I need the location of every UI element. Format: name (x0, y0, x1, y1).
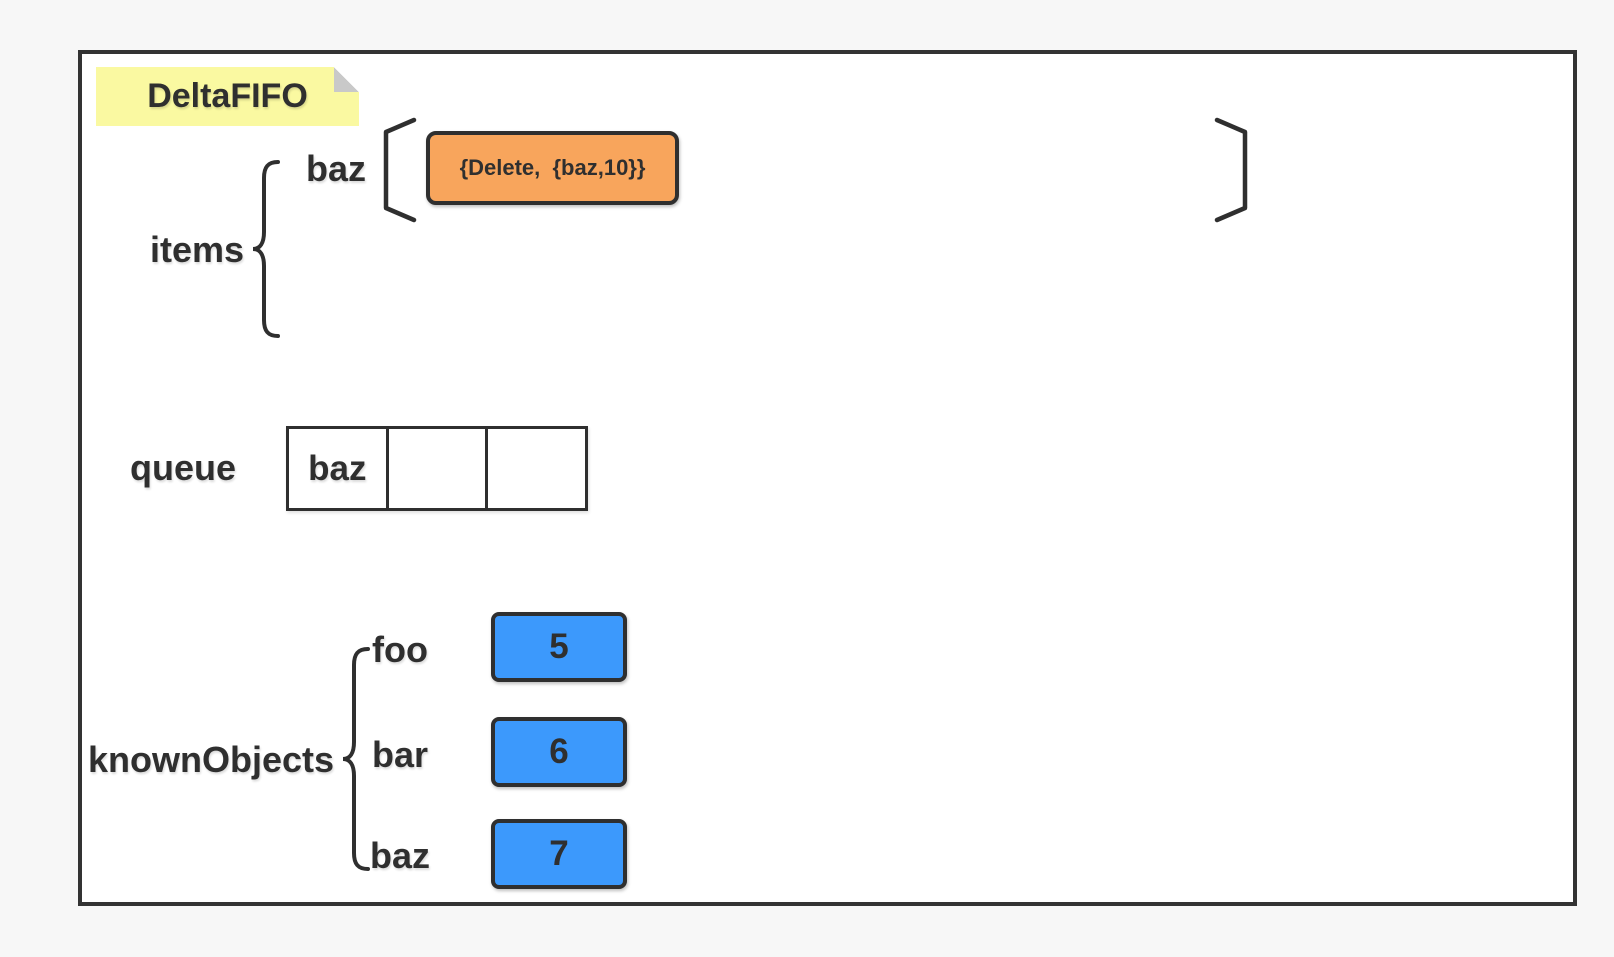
items-brace-icon (248, 159, 282, 339)
known-objects-field-label: knownObjects (87, 739, 334, 780)
known-objects-key-foo: foo (372, 629, 428, 670)
queue-cell-1 (389, 429, 489, 508)
known-objects-value-foo: 5 (491, 612, 627, 682)
title-note: DeltaFIFO (96, 67, 359, 126)
note-fold-corner-icon (334, 67, 359, 92)
queue-cell-0: baz (289, 429, 389, 508)
known-objects-key-baz: baz (369, 835, 430, 876)
known-objects-brace-icon (338, 646, 372, 872)
known-objects-value-baz: 7 (491, 819, 627, 889)
delta-item-box: {Delete, {baz,10}} (426, 131, 679, 205)
deltafifo-container: DeltaFIFO baz {Delete, {baz,10}} items q… (78, 50, 1577, 906)
known-objects-value-bar: 6 (491, 717, 627, 787)
items-bracket-left-icon (382, 117, 418, 223)
queue-cells: baz (286, 426, 588, 511)
items-bracket-right-icon (1213, 117, 1249, 223)
items-field-label: items (149, 229, 244, 270)
queue-field-label: queue (130, 447, 237, 488)
page-title: DeltaFIFO (147, 77, 308, 115)
items-key-label: baz (305, 148, 366, 189)
known-objects-key-bar: bar (371, 734, 429, 775)
queue-cell-2 (488, 429, 585, 508)
